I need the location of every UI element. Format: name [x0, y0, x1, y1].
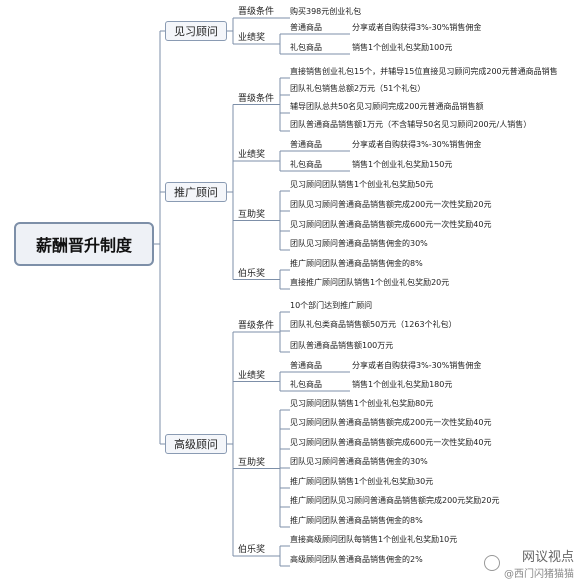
item-text: 直接推广顾问团队销售1个创业礼包奖励20元: [290, 278, 450, 287]
item-text: 见习顾问团队普通商品销售额完成600元一次性奖励40元: [290, 438, 492, 447]
weibo-icon: [484, 555, 500, 571]
item-text: 销售1个创业礼包奖励180元: [352, 380, 453, 389]
item-text: 销售1个创业礼包奖励150元: [352, 160, 453, 169]
item-text: 推广顾问团队普通商品销售佣金的8%: [290, 259, 423, 268]
item-text: 团队见习顾问普通商品销售佣金的30%: [290, 457, 428, 466]
watermark: 网议视点 @西门闪猪猫猫: [484, 546, 574, 580]
item-text: 直接高级顾问团队每销售1个创业礼包奖励10元: [290, 535, 458, 544]
item-text: 高级顾问团队普通商品销售佣金的2%: [290, 555, 423, 564]
subcategory-label: 普通商品: [290, 361, 322, 370]
subcategory-label: 普通商品: [290, 23, 322, 32]
subcategory-label: 普通商品: [290, 140, 322, 149]
category-label: 业绩奖: [238, 370, 266, 381]
item-text: 直接销售创业礼包15个，并辅导15位直接见习顾问完成200元普通商品销售: [290, 67, 558, 76]
item-text: 10个部门达到推广顾问: [290, 301, 373, 310]
level-node: 推广顾问: [165, 182, 227, 202]
item-text: 见习顾问团队普通商品销售额完成200元一次性奖励40元: [290, 418, 492, 427]
item-text: 团队礼包类商品销售额50万元（1263个礼包）: [290, 320, 457, 329]
item-text: 分享或者自购获得3%-30%销售佣金: [352, 23, 482, 32]
category-label: 晋级条件: [238, 93, 275, 104]
item-text: 团队普通商品销售额100万元: [290, 341, 394, 350]
item-text: 分享或者自购获得3%-30%销售佣金: [352, 140, 482, 149]
subcategory-label: 礼包商品: [290, 380, 322, 389]
category-label: 伯乐奖: [238, 268, 266, 279]
item-text: 分享或者自购获得3%-30%销售佣金: [352, 361, 482, 370]
level-node: 高级顾问: [165, 434, 227, 454]
item-text: 见习顾问团队销售1个创业礼包奖励50元: [290, 180, 434, 189]
subcategory-label: 礼包商品: [290, 160, 322, 169]
item-text: 购买398元创业礼包: [290, 7, 362, 16]
root-node-title: 薪酬晋升制度: [14, 222, 154, 266]
item-text: 团队普通商品销售额1万元（不含辅导50名见习顾问200元/人销售）: [290, 120, 532, 129]
category-label: 晋级条件: [238, 321, 275, 331]
item-text: 见习顾问团队销售1个创业礼包奖励80元: [290, 399, 434, 408]
item-text: 推广顾问团队见习顾问普通商品销售额完成200元奖励20元: [290, 496, 500, 505]
item-text: 推广顾问团队普通商品销售佣金的8%: [290, 516, 423, 525]
item-text: 销售1个创业礼包奖励100元: [352, 43, 453, 52]
watermark-handle: @西门闪猪猫猫: [504, 569, 574, 580]
watermark-title: 网议视点: [521, 550, 574, 565]
category-label: 晋级条件: [238, 7, 275, 17]
item-text: 团队礼包销售总额2万元（51个礼包）: [290, 84, 426, 93]
item-text: 团队见习顾问普通商品销售佣金的30%: [290, 239, 428, 248]
item-text: 见习顾问团队普通商品销售额完成600元一次性奖励40元: [290, 220, 492, 229]
category-label: 伯乐奖: [238, 545, 266, 555]
category-label: 互助奖: [238, 209, 266, 220]
category-label: 互助奖: [238, 457, 266, 468]
item-text: 团队见习顾问普通商品销售额完成200元一次性奖励20元: [290, 200, 492, 209]
item-text: 推广顾问团队销售1个创业礼包奖励30元: [290, 477, 434, 486]
subcategory-label: 礼包商品: [290, 43, 322, 52]
item-text: 辅导团队总共50名见习顾问完成200元普通商品销售额: [290, 102, 484, 111]
level-node: 见习顾问: [165, 21, 227, 41]
category-label: 业绩奖: [238, 150, 266, 160]
category-label: 业绩奖: [238, 33, 266, 43]
